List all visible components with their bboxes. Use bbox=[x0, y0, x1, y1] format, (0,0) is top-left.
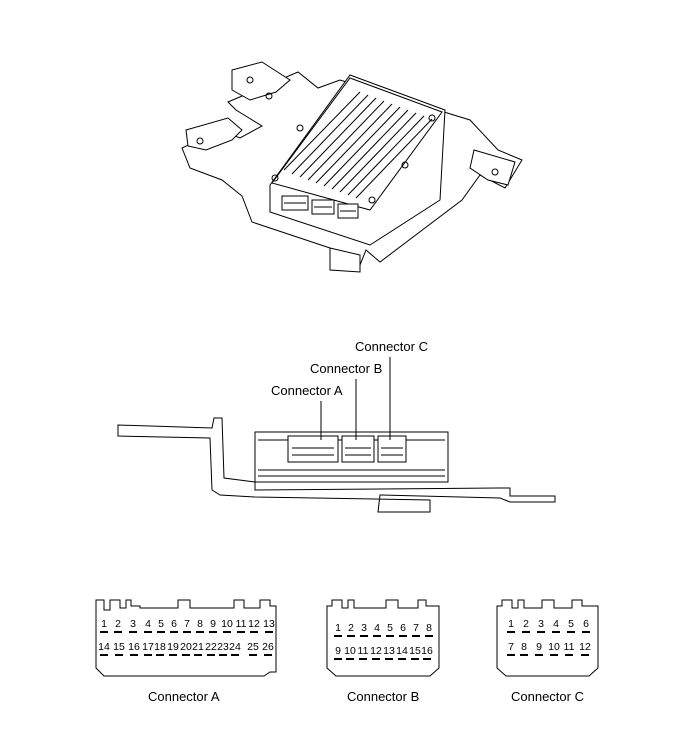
module-isometric-view bbox=[181, 61, 523, 273]
module-side-view: Connector C Connector B Connector A bbox=[117, 339, 556, 513]
pin-label: 15 bbox=[409, 645, 421, 657]
connector-b-face: Connector B bbox=[326, 599, 440, 704]
connector-b-caption: Connector B bbox=[347, 689, 419, 704]
pin-label: 8 bbox=[197, 618, 203, 630]
pin-label: 2 bbox=[115, 618, 121, 630]
pin-label: 2 bbox=[348, 622, 354, 634]
pin-label: 1 bbox=[508, 618, 514, 630]
heatsink-fins bbox=[283, 91, 433, 199]
pin-label: 14 bbox=[396, 645, 408, 657]
pin-label: 23 bbox=[217, 641, 229, 653]
pin-label: 3 bbox=[361, 622, 367, 634]
pin-label: 21 bbox=[192, 641, 204, 653]
pin-label: 3 bbox=[130, 618, 136, 630]
connector-a-caption: Connector A bbox=[148, 689, 220, 704]
side-connector-a bbox=[287, 435, 339, 463]
pin-label: 16 bbox=[421, 645, 433, 657]
connector-c-caption: Connector C bbox=[511, 689, 584, 704]
pin-label: 4 bbox=[145, 618, 151, 630]
pin-label: 5 bbox=[158, 618, 164, 630]
pin-label: 16 bbox=[128, 641, 140, 653]
pin-label: 1 bbox=[101, 618, 107, 630]
pin-label: 14 bbox=[98, 641, 110, 653]
pin-label: 10 bbox=[548, 641, 560, 653]
pin-label: 22 bbox=[205, 641, 217, 653]
pin-label: 20 bbox=[180, 641, 192, 653]
pin-label: 25 bbox=[247, 641, 259, 653]
pin-label: 6 bbox=[400, 622, 406, 634]
pin-label: 12 bbox=[579, 641, 591, 653]
pin-label: 12 bbox=[248, 618, 260, 630]
pin-label: 8 bbox=[426, 622, 432, 634]
pin-label: 7 bbox=[508, 641, 514, 653]
pin-label: 26 bbox=[262, 641, 274, 653]
pin-label: 1 bbox=[335, 622, 341, 634]
pin-label: 7 bbox=[184, 618, 190, 630]
pin-label: 4 bbox=[553, 618, 559, 630]
connector-a-face: Connector A bbox=[95, 599, 277, 704]
pin-label: 18 bbox=[154, 641, 166, 653]
pin-label: 10 bbox=[221, 618, 233, 630]
pin-label: 4 bbox=[374, 622, 380, 634]
connector-c-face: Connector C bbox=[496, 599, 599, 704]
pin-label: 3 bbox=[538, 618, 544, 630]
pin-label: 17 bbox=[142, 641, 154, 653]
pin-label: 11 bbox=[564, 641, 575, 653]
pin-label: 13 bbox=[263, 618, 275, 630]
callout-connector-b: Connector B bbox=[310, 361, 382, 376]
pin-label: 9 bbox=[536, 641, 542, 653]
pin-label: 9 bbox=[335, 645, 341, 657]
pin-label: 6 bbox=[171, 618, 177, 630]
side-connector-c bbox=[377, 435, 407, 463]
pin-label: 7 bbox=[413, 622, 419, 634]
pin-label: 11 bbox=[236, 618, 247, 630]
pin-label: 9 bbox=[210, 618, 216, 630]
pin-label: 6 bbox=[583, 618, 589, 630]
pin-label: 5 bbox=[387, 622, 393, 634]
pin-label: 8 bbox=[521, 641, 527, 653]
pin-label: 5 bbox=[568, 618, 574, 630]
pin-label: 13 bbox=[383, 645, 395, 657]
pin-label: 12 bbox=[370, 645, 382, 657]
side-connector-b bbox=[341, 435, 375, 463]
pin-label: 2 bbox=[523, 618, 529, 630]
callout-connector-a: Connector A bbox=[271, 383, 343, 398]
pin-label: 15 bbox=[113, 641, 125, 653]
pin-label: 24 bbox=[229, 641, 241, 653]
pin-label: 11 bbox=[358, 645, 369, 657]
callout-connector-c: Connector C bbox=[355, 339, 428, 354]
pin-label: 19 bbox=[167, 641, 179, 653]
pin-label: 10 bbox=[344, 645, 356, 657]
